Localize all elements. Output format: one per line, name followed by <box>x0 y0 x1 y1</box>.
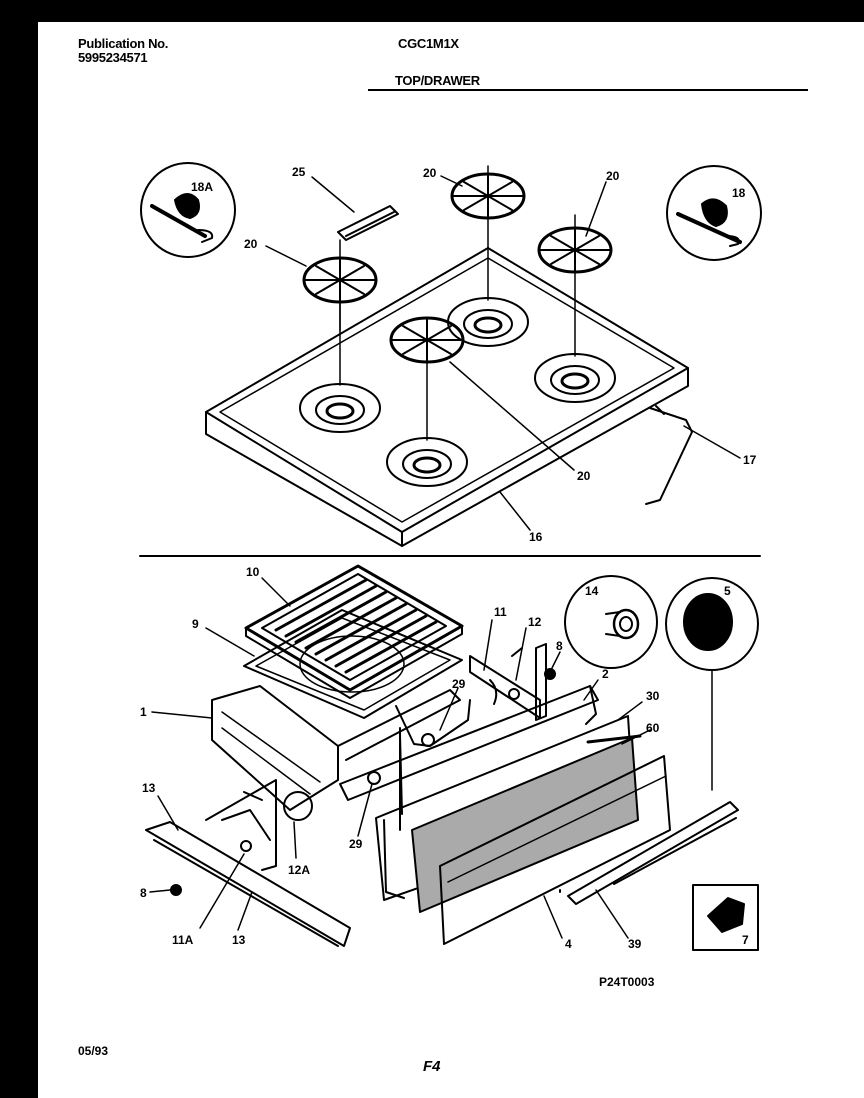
grate-20-top <box>450 165 526 301</box>
callout-9: 9 <box>192 617 199 631</box>
header-rule <box>368 89 808 91</box>
detail-circle-18 <box>666 165 762 261</box>
callout-2: 2 <box>602 667 609 681</box>
callout-17: 17 <box>743 453 757 467</box>
publication-label: Publication No. <box>78 36 169 51</box>
callout-10: 10 <box>246 565 260 579</box>
callout-11a: 11A <box>172 933 194 947</box>
part-4-drawer-front <box>439 755 671 945</box>
grate-20-left <box>302 256 378 386</box>
callout-20-top: 20 <box>423 166 437 180</box>
part-13-lower-rail <box>145 727 401 947</box>
callout-29-upper: 29 <box>452 677 466 691</box>
part-9-pan <box>243 609 463 719</box>
callout-20-right: 20 <box>606 169 620 183</box>
burner-wells <box>299 297 616 487</box>
callout-25: 25 <box>292 165 306 179</box>
part-8-lower <box>170 884 182 896</box>
callout-labels: 18A 18 25 20 20 20 20 17 16 10 9 1 11 12… <box>140 165 757 951</box>
callout-8-lower: 8 <box>140 886 147 900</box>
detail-circle-5 <box>665 577 759 671</box>
callout-13-left: 13 <box>142 781 156 795</box>
model-number: CGC1M1X <box>398 36 459 51</box>
callout-20-left: 20 <box>244 237 258 251</box>
callout-13-bottom: 13 <box>232 933 246 947</box>
footer-page: F4 <box>423 1058 441 1075</box>
grate-20-center <box>389 316 465 441</box>
section-title: TOP/DRAWER <box>395 73 480 88</box>
callout-18: 18 <box>732 186 746 200</box>
callout-5: 5 <box>724 584 731 598</box>
callout-29-lower: 29 <box>349 837 363 851</box>
detail-box-7 <box>692 884 759 951</box>
callout-30: 30 <box>646 689 660 703</box>
part-8-top <box>544 668 556 680</box>
callout-39: 39 <box>628 937 642 951</box>
footer-date: 05/93 <box>78 1044 109 1058</box>
part-17 <box>645 405 693 505</box>
detail-circle-14 <box>564 575 658 669</box>
callout-60: 60 <box>646 721 660 735</box>
figure-code: P24T0003 <box>599 975 655 989</box>
part-10-griddle <box>244 564 464 699</box>
callout-1: 1 <box>140 705 147 719</box>
publication-number: 5995234571 <box>78 50 148 65</box>
callout-7: 7 <box>742 933 749 947</box>
callout-11: 11 <box>494 605 507 619</box>
part-16-cooktop <box>205 247 689 547</box>
grate-20-right <box>537 214 613 357</box>
leader-lines-bottom <box>149 577 713 939</box>
callout-4: 4 <box>565 937 572 951</box>
callout-8-top: 8 <box>556 639 563 653</box>
detail-circle-18a <box>140 162 236 258</box>
callout-12a: 12A <box>288 863 310 877</box>
leader-lines-top <box>265 175 741 531</box>
part-11-12 <box>469 643 547 721</box>
part-39-handle <box>567 801 739 905</box>
callout-20-center: 20 <box>577 469 591 483</box>
callout-12: 12 <box>528 615 542 629</box>
callout-16: 16 <box>529 530 543 544</box>
callout-14: 14 <box>585 584 599 598</box>
part-2-rail <box>339 685 599 801</box>
callout-18a: 18A <box>191 180 213 194</box>
